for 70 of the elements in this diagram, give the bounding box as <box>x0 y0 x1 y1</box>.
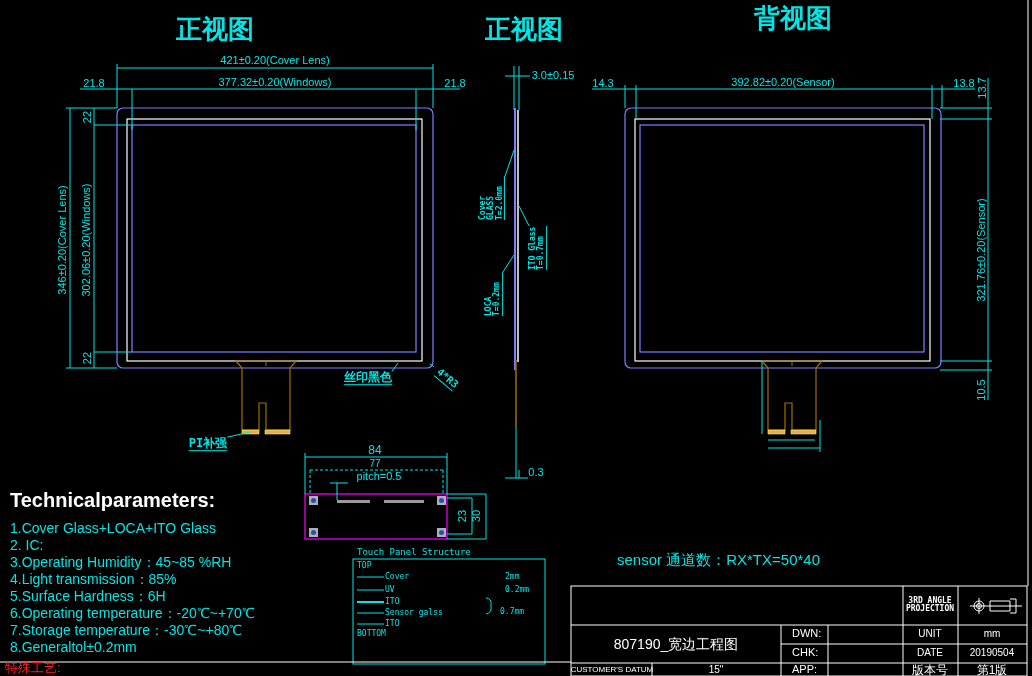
dimension-text: 3.0±0.15 <box>531 70 575 82</box>
dimension-text: 22 <box>82 351 94 365</box>
leader-line <box>502 254 515 273</box>
dimension-text: 0.3 <box>528 467 544 479</box>
title-block-text: APP: <box>792 664 818 676</box>
title-block-text: CUSTOMER'S DATUM <box>570 665 654 675</box>
parameter-text: 7.Storage temperature：-30℃~+80℃ <box>10 622 243 638</box>
dimension-text: 77 <box>369 458 381 470</box>
table-text: ITO <box>385 597 400 607</box>
title-block-text: 20190504 <box>969 647 1015 659</box>
leader-line <box>518 205 530 227</box>
dimension-text: pitch=0.5 <box>356 471 402 483</box>
table-text: UV <box>385 585 395 595</box>
note-text: 特殊工艺: <box>5 661 61 675</box>
dimension-text: 21.8 <box>83 78 105 90</box>
note-text: sensor 通道数：RX*TX=50*40 <box>617 552 820 568</box>
dimension-text: 377.32±0.20(Windows) <box>218 77 332 89</box>
dimension-text: 421±0.20(Cover Lens) <box>220 55 330 67</box>
dimension-text: 13.8 <box>953 78 975 90</box>
dimension-text: 321.76±0.20(Sensor) <box>976 198 988 302</box>
table-text: TOP <box>357 561 372 571</box>
parameter-text: 5.Surface Hardness：6H <box>10 588 166 604</box>
view-title: 正视图 <box>485 16 563 44</box>
leader-line <box>391 362 399 372</box>
dimension-text: 30 <box>471 509 483 523</box>
dimension-text: 23 <box>457 509 469 523</box>
table-title: Touch Panel Structure <box>357 548 471 558</box>
title-block-text: 15" <box>708 664 724 676</box>
table-text: ITO <box>385 619 400 629</box>
dimension-text: 21.8 <box>444 78 466 90</box>
section-heading: Technicalparameters: <box>10 489 216 511</box>
title-block-text: DATE <box>917 647 943 659</box>
callout-label: Cover GLASS T=2.0mm <box>478 176 506 220</box>
dimension-text: 13.7 <box>977 77 989 99</box>
table-text: Sensor galss <box>385 608 443 618</box>
dimension-text: 10.5 <box>976 379 988 401</box>
callout-label: PI补强 <box>188 437 228 451</box>
title-block-text: UNIT <box>918 628 942 640</box>
parameter-text: 1.Cover Glass+LOCA+ITO Glass <box>10 520 216 536</box>
dimension-text: 392.82±0.20(Sensor) <box>731 77 835 89</box>
title-block-text: mm <box>983 628 1001 640</box>
view-title: 正视图 <box>176 16 254 44</box>
leader-line <box>429 363 435 368</box>
table-text: 2mm <box>505 572 520 582</box>
leader-line <box>504 149 515 177</box>
dimension-text: 14.3 <box>592 78 614 90</box>
table-text: 0.2mm <box>505 585 530 595</box>
table-text: 0.7mm <box>500 607 525 617</box>
table-text: Cover <box>385 572 410 582</box>
title-block-text: DWN: <box>792 628 822 640</box>
parameter-text: 8.Generaltol±0.2mm <box>10 639 137 655</box>
parameter-text: 2. IC: <box>10 537 44 553</box>
table-text: BOTTOM <box>357 629 386 639</box>
dimension-text: 22 <box>82 110 94 124</box>
title-block-text: 807190_宽边工程图 <box>613 636 739 652</box>
dimension-text: 302.06±0.20(Windows) <box>81 183 93 297</box>
parameter-text: 4.Light transmission：85% <box>10 571 177 587</box>
callout-label: 丝印黑色 <box>344 371 392 385</box>
parameter-text: 6.Operating temperature：-20℃~+70℃ <box>10 605 255 621</box>
title-block-text: CHK: <box>792 647 819 659</box>
callout-label: ITO Glass T=0.7mm <box>529 226 547 270</box>
dimension-text: 346±0.20(Cover Lens) <box>57 185 69 295</box>
parameter-text: 3.Operating Humidity：45~85 %RH <box>10 554 232 570</box>
leader-line <box>226 431 251 438</box>
title-block-text: 版本号 <box>912 663 948 676</box>
view-title: 背视图 <box>754 5 832 33</box>
title-block-text: 第1版 <box>976 663 1008 676</box>
title-block-text: 3RD ANGLE PROJECTION <box>905 596 955 614</box>
callout-label: LOCA T=0.2mm <box>485 272 503 316</box>
dimension-text: 84 <box>368 443 382 457</box>
